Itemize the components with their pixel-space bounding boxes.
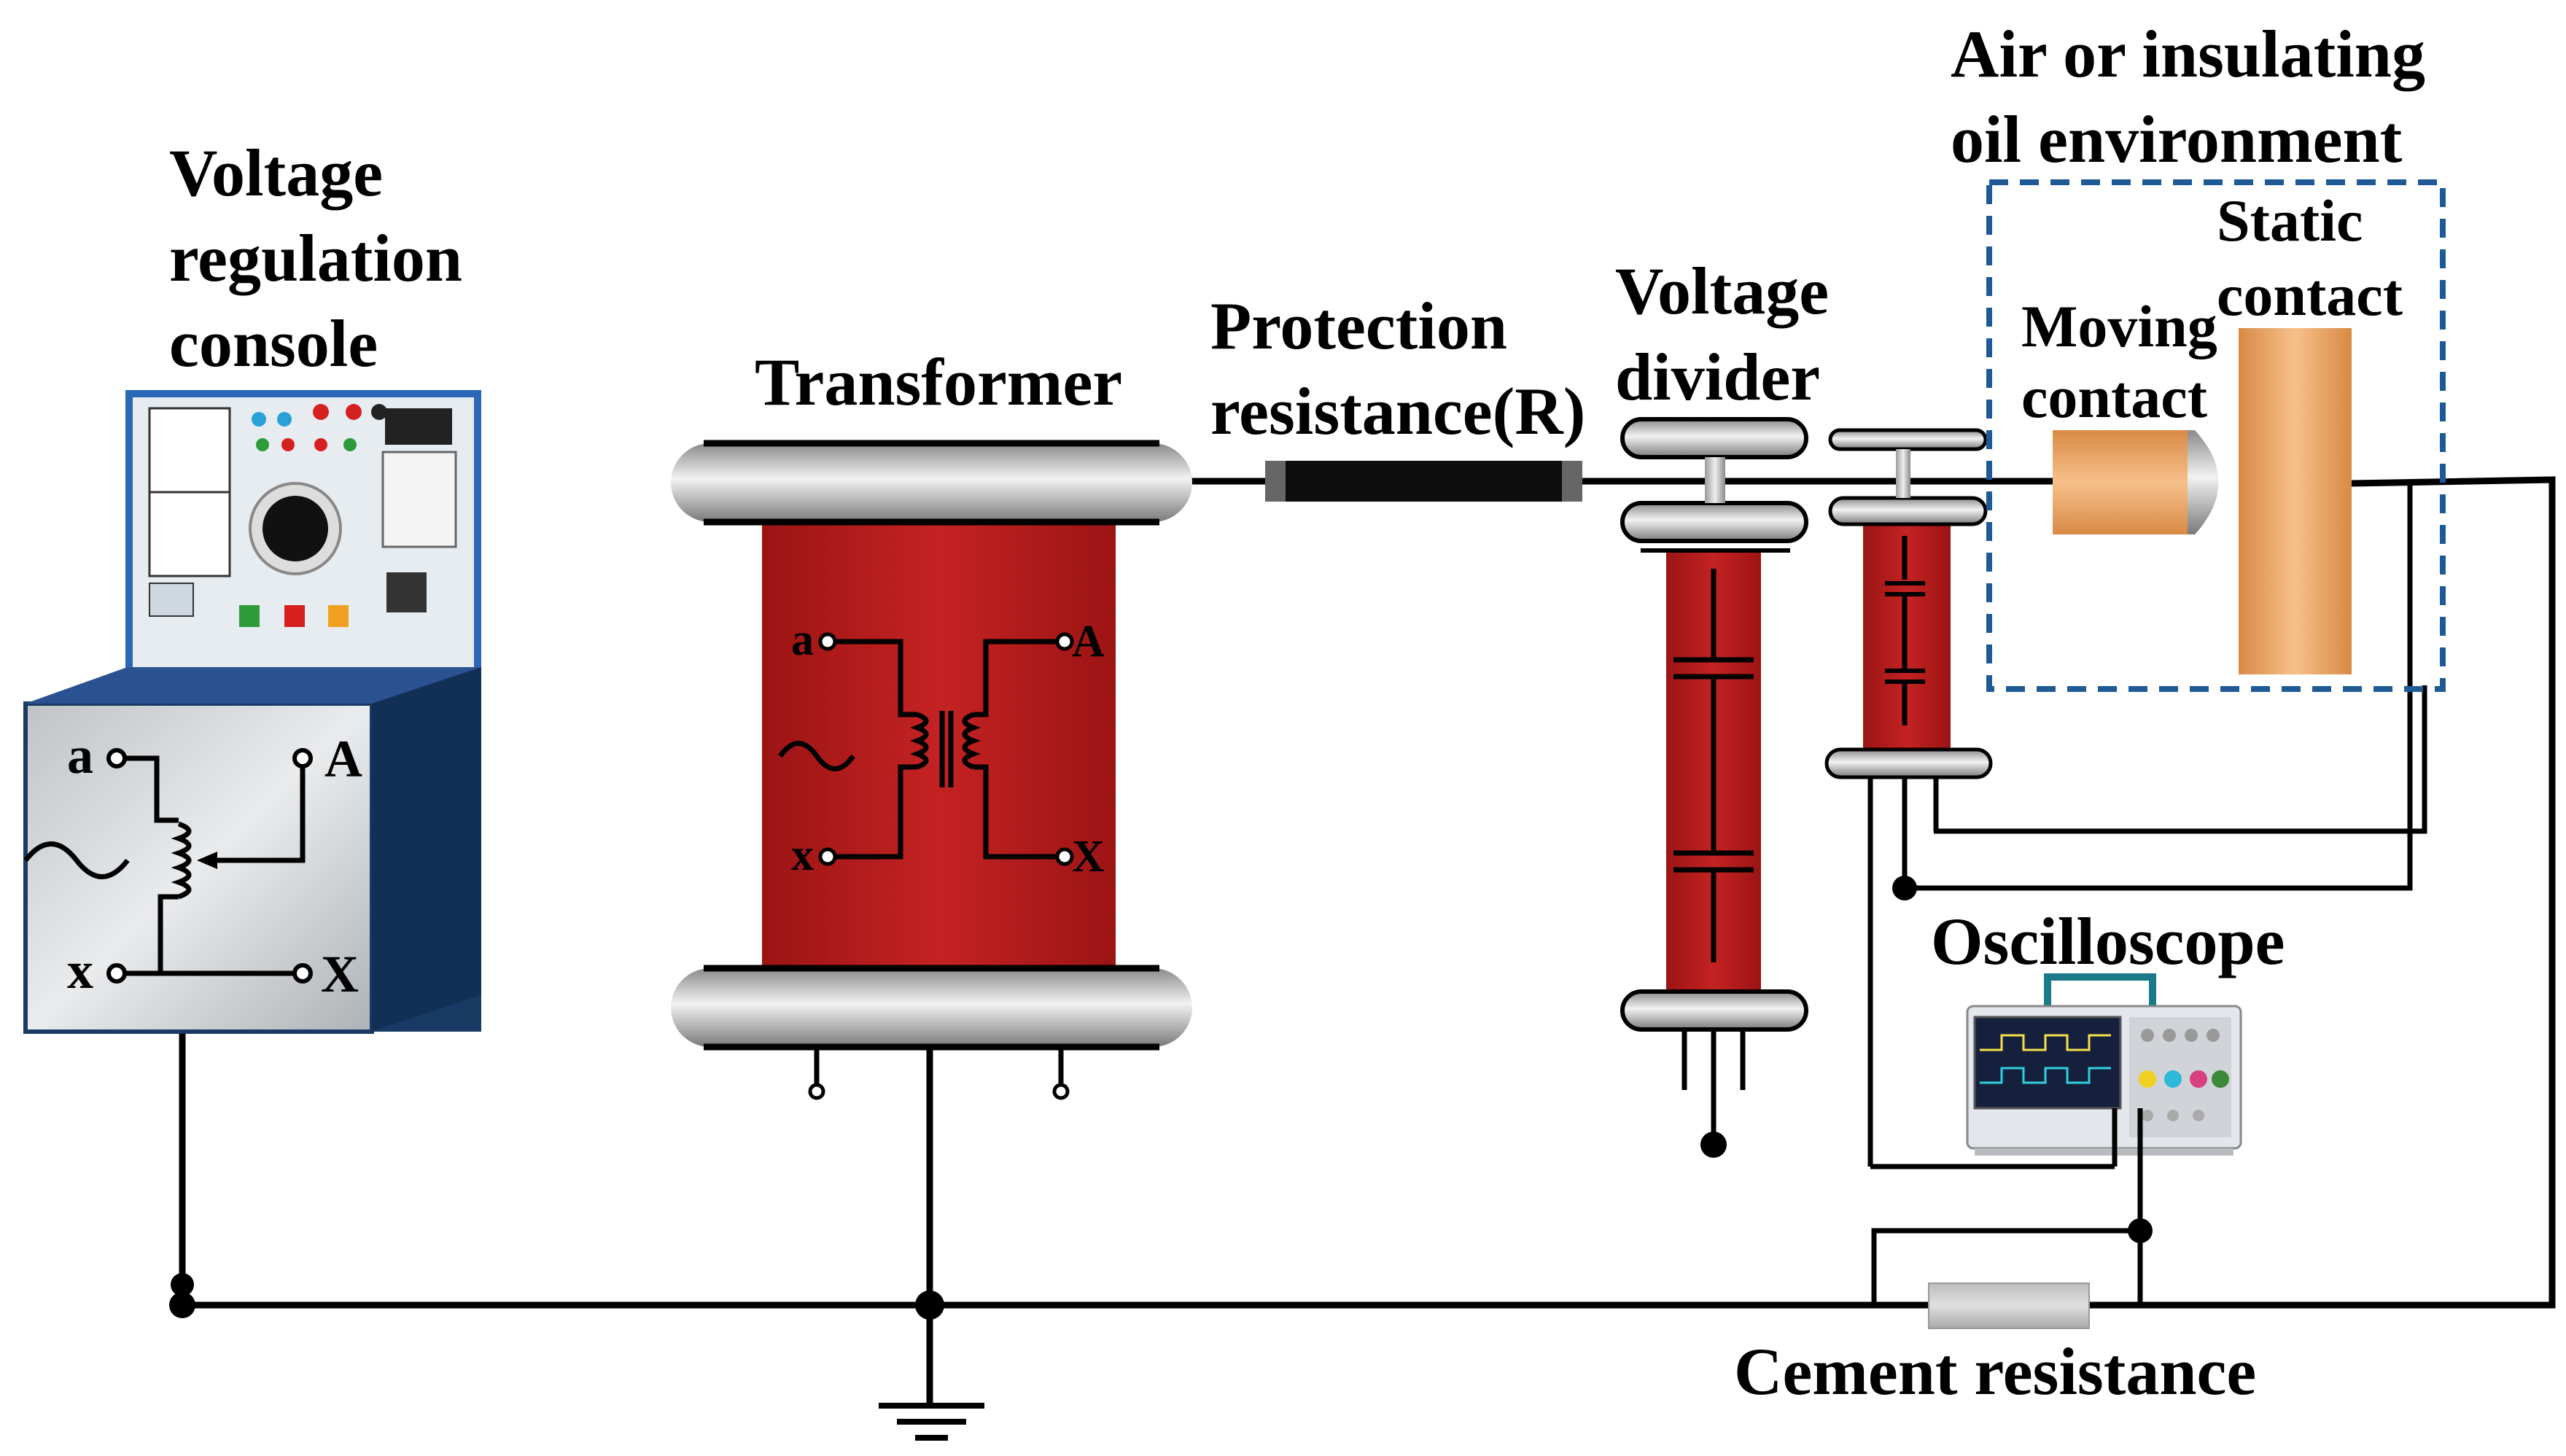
environment-label-line1: Air or insulating [1951, 17, 2425, 91]
transformer-terminal-A: A [1072, 617, 1105, 666]
console-label-line2: regulation [169, 221, 462, 295]
insulation-enclosure [1986, 179, 2446, 692]
static-contact-label-line2: contact [2217, 262, 2403, 328]
moving-contact-label-line2: contact [2021, 364, 2207, 430]
protection-label-line1: Protection [1210, 289, 1507, 363]
high-voltage-line [1189, 476, 2556, 1309]
divider-label-line1: Voltage [1615, 254, 1829, 328]
voltage-divider-large [1620, 417, 1808, 1158]
environment-label-line2: oil environment [1951, 102, 2403, 176]
moving-contact-label-line1: Moving [2021, 293, 2217, 359]
cement-resistance [1928, 1282, 2090, 1329]
transformer-terminal-X: X [1072, 832, 1105, 881]
moving-contact [2053, 430, 2219, 534]
protection-label-line2: resistance(R) [1210, 374, 1585, 448]
console-label-line3: console [169, 306, 378, 381]
transformer-terminal-a: a [791, 615, 814, 665]
console-label-line1: Voltage [169, 136, 383, 210]
console-terminal-A: A [324, 730, 362, 788]
ground-bus-wiring [169, 1028, 2290, 1441]
cement-resistance-label: Cement resistance [1734, 1334, 2256, 1409]
static-contact [2239, 328, 2352, 674]
transformer-label: Transformer [755, 345, 1122, 419]
console-terminal-X: X [321, 945, 359, 1003]
oscilloscope-label: Oscilloscope [1931, 904, 2285, 978]
voltage-divider-small [1824, 428, 2427, 1169]
transformer: a A x X [671, 440, 1192, 1100]
console-terminal-x: x [67, 941, 93, 1000]
oscilloscope [1871, 973, 2242, 1305]
transformer-terminal-x: x [791, 830, 814, 880]
protection-resistance [1265, 461, 1582, 502]
console-terminal-a: a [67, 726, 93, 785]
divider-label-line2: divider [1615, 340, 1820, 414]
voltage-regulation-console: a A x X [23, 390, 481, 1034]
static-contact-label-line1: Static [2217, 187, 2363, 254]
